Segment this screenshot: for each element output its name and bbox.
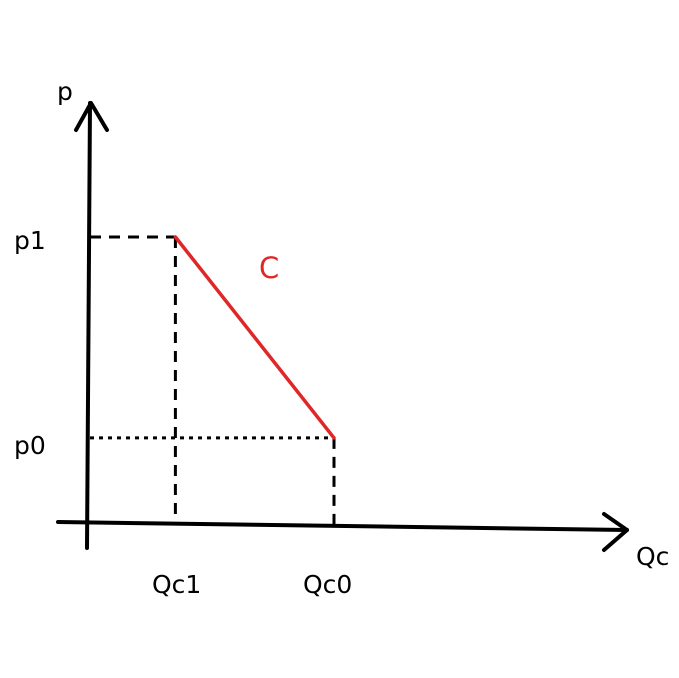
axes [56, 101, 629, 552]
x-tick-label-qc0: Qc0 [303, 570, 352, 599]
y-axis-label: p [57, 77, 73, 106]
x-axis-label: Qc [636, 542, 669, 571]
y-axis-arrowhead [74, 101, 109, 132]
guide-lines [90, 235, 336, 524]
curve-label-c: C [259, 251, 279, 285]
series-line-c [173, 235, 336, 440]
series-layer [173, 235, 336, 440]
y-axis [85, 101, 92, 550]
x-axis [56, 520, 629, 532]
x-axis-arrowhead [602, 512, 629, 552]
labels-layer: p Qc p1 p0 Qc1 Qc0 C [14, 77, 669, 599]
y-tick-label-p0: p0 [14, 431, 46, 460]
y-tick-label-p1: p1 [14, 226, 46, 255]
x-tick-label-qc1: Qc1 [152, 570, 201, 599]
